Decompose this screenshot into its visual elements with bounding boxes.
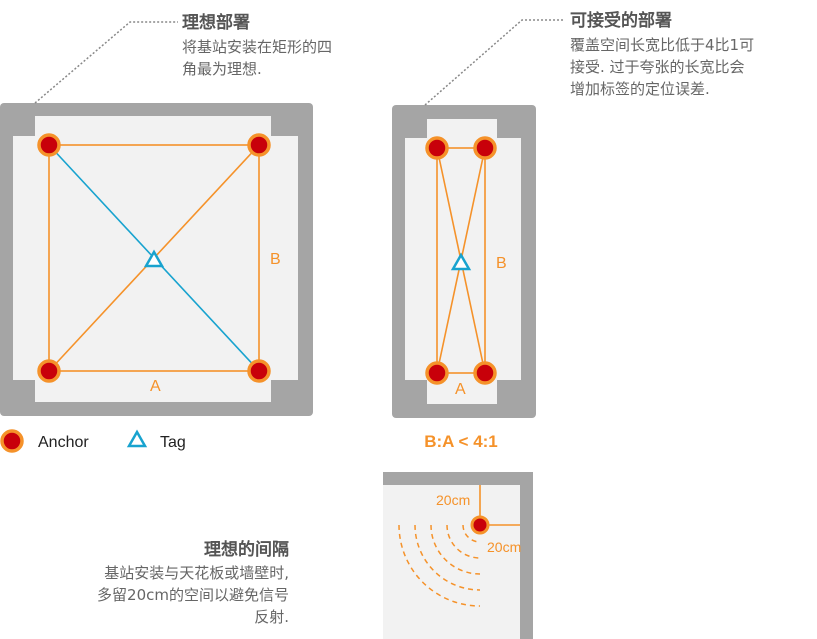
acceptable-callout-line: [424, 19, 565, 106]
spacing-desc-line-3: 反射.: [254, 608, 289, 626]
acceptable-desc-line-1: 覆盖空间长宽比低于4比1可: [570, 36, 754, 54]
anchor-icon: [37, 133, 61, 157]
ideal-title: 理想部署: [182, 12, 250, 33]
aspect-ratio-label: B:A < 4:1: [424, 432, 498, 451]
signal-wave: [462, 524, 481, 543]
dim-label-vertical: 20cm: [436, 492, 470, 508]
anchor-icon: [470, 515, 490, 535]
signal-wave: [430, 524, 481, 575]
spacing-detail: 20cm 20cm: [383, 472, 533, 639]
acceptable-anchors: [425, 136, 497, 385]
acceptable-desc-line-2: 接受. 过于夸张的长宽比会: [570, 58, 745, 76]
acceptable-title: 可接受的部署: [570, 10, 672, 31]
ideal-desc-line-1: 将基站安装在矩形的四: [182, 38, 332, 56]
anchor-icon: [247, 133, 271, 157]
ideal-rectangle: [48, 144, 260, 372]
anchor-icon: [425, 136, 449, 160]
tag-icon: [143, 249, 165, 268]
ideal-label-a: A: [150, 378, 161, 395]
signal-wave: [398, 524, 481, 607]
legend-tag-icon: [126, 429, 148, 448]
spacing-desc-line-2: 多留20cm的空间以避免信号: [97, 586, 289, 604]
signal-wave: [414, 524, 481, 591]
signal-wave: [446, 524, 481, 559]
acceptable-desc-line-3: 增加标签的定位误差.: [570, 80, 710, 98]
dim-label-horizontal: 20cm: [487, 539, 521, 555]
anchor-icon: [473, 361, 497, 385]
legend: Anchor Tag: [0, 429, 186, 453]
acceptable-rectangle: [436, 147, 486, 374]
ideal-anchors: [37, 133, 271, 383]
ideal-desc-line-2: 角最为理想.: [182, 60, 262, 78]
anchor-icon: [473, 136, 497, 160]
signal-waves: [398, 524, 481, 607]
anchor-icon: [247, 359, 271, 383]
anchor-icon: [425, 361, 449, 385]
anchor-icon: [37, 359, 61, 383]
spacing-title: 理想的间隔: [204, 539, 289, 560]
ideal-label-b: B: [270, 251, 281, 268]
ideal-callout-line: [34, 21, 178, 104]
tag-icon: [450, 252, 472, 271]
spacing-desc-line-1: 基站安装与天花板或墙壁时,: [104, 564, 289, 582]
legend-anchor-label: Anchor: [38, 434, 89, 451]
acceptable-label-a: A: [455, 381, 466, 398]
legend-tag-label: Tag: [160, 434, 186, 451]
corner-floor: [383, 485, 520, 639]
legend-anchor-icon: [0, 429, 24, 453]
acceptable-label-b: B: [496, 255, 507, 272]
